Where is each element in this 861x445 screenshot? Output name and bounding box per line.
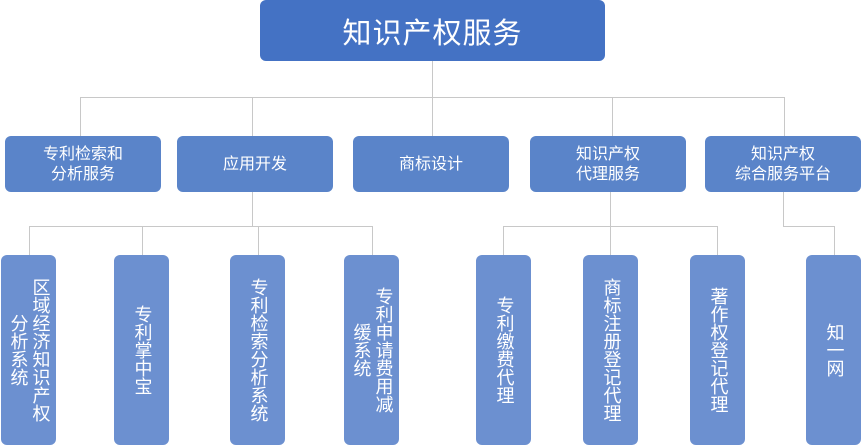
category-label-line: 商标设计 bbox=[398, 154, 463, 173]
leaf-label: 商标注册登记代理 bbox=[600, 278, 622, 422]
leaf-label: 专利缴费代理 bbox=[493, 296, 515, 404]
leaf-regional-ip-analysis: 区域经济知识产权分析系统 bbox=[1, 255, 56, 445]
leaf-trademark-registration-agency: 商标注册登记代理 bbox=[583, 255, 638, 445]
leaf-patent-pocket: 专利掌中宝 bbox=[114, 255, 169, 445]
leaf-fee-reduction-system: 专利申请费用减缓系统 bbox=[344, 255, 399, 445]
category-trademark-design: 商标设计 bbox=[353, 136, 509, 192]
connector-to-ip-agency bbox=[612, 97, 613, 136]
connector-leaf-8 bbox=[834, 226, 835, 255]
leaf-label: 著作权登记代理 bbox=[707, 287, 729, 413]
leaf-patent-fee-agency: 专利缴费代理 bbox=[476, 255, 531, 445]
category-label-line: 综合服务平台 bbox=[734, 164, 831, 183]
category-label-line: 专利检索和 bbox=[42, 144, 123, 163]
category-label-line: 知识产权 bbox=[750, 144, 815, 163]
category-ip-agency: 知识产权 代理服务 bbox=[530, 136, 686, 192]
connector-app-dev-bus bbox=[29, 226, 372, 227]
leaf-copyright-registration-agency: 著作权登记代理 bbox=[690, 255, 745, 445]
leaf-label: 区域经济知识产权分析系统 bbox=[7, 278, 51, 422]
leaf-zhiyi-network: 知一网 bbox=[806, 255, 861, 445]
root-label: 知识产权服务 bbox=[342, 15, 523, 50]
root-node: 知识产权服务 bbox=[260, 0, 605, 61]
category-label-line: 应用开发 bbox=[222, 154, 287, 173]
connector-leaf-4 bbox=[372, 226, 373, 255]
category-label-line: 分析服务 bbox=[50, 164, 115, 183]
connector-leaf-3 bbox=[258, 226, 259, 255]
category-patent-search: 专利检索和 分析服务 bbox=[5, 136, 161, 192]
connector-leaf-7 bbox=[717, 226, 718, 255]
connector-app-dev-down bbox=[252, 192, 253, 226]
connector-ip-platform-bus bbox=[783, 226, 834, 227]
leaf-label: 专利掌中宝 bbox=[131, 305, 153, 395]
connector-leaf-6 bbox=[610, 226, 611, 255]
category-label-line: 知识产权 bbox=[575, 144, 640, 163]
connector-to-ip-platform bbox=[784, 97, 785, 136]
leaf-label: 知一网 bbox=[823, 323, 845, 377]
connector-to-patent-search bbox=[80, 97, 81, 136]
connector-leaf-2 bbox=[142, 226, 143, 255]
connector-leaf-5 bbox=[503, 226, 504, 255]
category-ip-platform: 知识产权 综合服务平台 bbox=[705, 136, 861, 192]
leaf-label: 专利申请费用减缓系统 bbox=[350, 287, 394, 413]
connector-to-trademark-design bbox=[432, 97, 433, 136]
category-app-dev: 应用开发 bbox=[177, 136, 333, 192]
connector-root-down bbox=[432, 61, 433, 97]
connector-ip-agency-down bbox=[610, 192, 611, 226]
category-label-line: 代理服务 bbox=[575, 164, 640, 183]
leaf-patent-search-system: 专利检索分析系统 bbox=[230, 255, 285, 445]
connector-leaf-1 bbox=[29, 226, 30, 255]
connector-to-app-dev bbox=[252, 97, 253, 136]
leaf-label: 专利检索分析系统 bbox=[247, 278, 269, 422]
connector-ip-platform-down bbox=[783, 192, 784, 226]
